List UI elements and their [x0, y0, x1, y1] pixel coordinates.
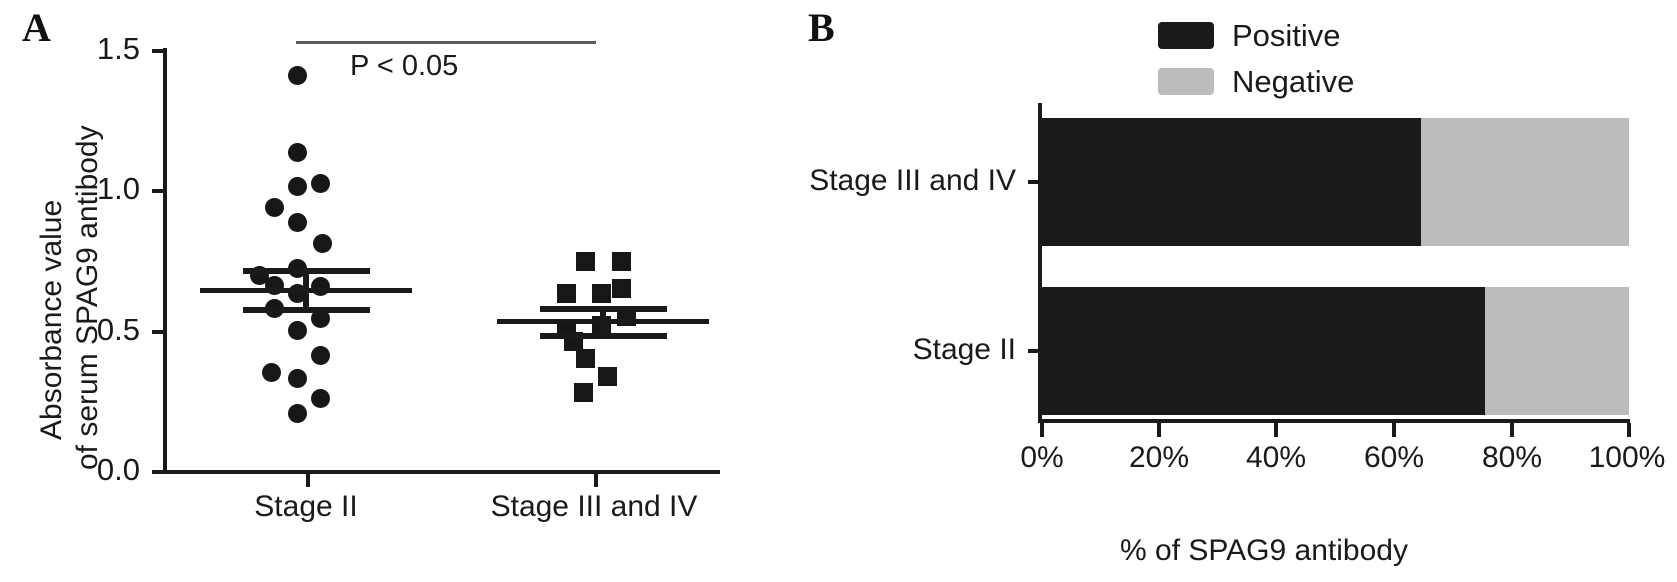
panel-a-y-axis: [163, 48, 167, 474]
panel-b-xtick-4: [1510, 423, 1514, 437]
panel-b-xtick-5: [1627, 423, 1631, 437]
significance-label: P < 0.05: [350, 50, 459, 82]
panel-b-xtick-2: [1274, 423, 1278, 437]
data-point: [574, 383, 593, 402]
data-point: [311, 309, 330, 328]
panel-b-ytick-1: [1028, 349, 1042, 353]
panel-a-letter: A: [22, 5, 51, 50]
data-point: [288, 213, 307, 232]
data-point: [288, 369, 307, 388]
panel-a-ytick-1: [152, 330, 165, 334]
panel-a-ytick-2: [152, 189, 165, 193]
legend-label-positive: Positive: [1232, 18, 1341, 53]
significance-line: [296, 41, 596, 44]
panel-b-xtick-0: [1040, 423, 1044, 437]
data-point: [612, 279, 631, 298]
sem-stem-stage-ii: [303, 268, 309, 313]
panel-a-ytick-3: [152, 49, 165, 53]
data-point: [288, 143, 307, 162]
panel-b-letter: B: [808, 5, 835, 50]
data-point: [262, 363, 281, 382]
panel-a-ytick-label-2: 1.0: [96, 171, 140, 206]
data-point: [576, 252, 595, 271]
data-point: [592, 284, 611, 303]
panel-b-y-axis: [1038, 103, 1042, 421]
data-point: [311, 389, 330, 408]
panel-b-x-axis: [1038, 419, 1630, 423]
data-point: [612, 252, 631, 271]
panel-b-xtick-label-4: 80%: [1481, 441, 1543, 474]
data-point: [311, 346, 330, 365]
bar-stage-ii-negative: [1485, 287, 1629, 415]
panel-b-xtick-1: [1157, 423, 1161, 437]
panel-b-category-label-stage-ii: Stage II: [912, 333, 1016, 366]
panel-a-x-axis: [163, 470, 720, 474]
panel-b-xtick-3: [1392, 423, 1396, 437]
data-point: [313, 234, 332, 253]
data-point: [311, 277, 330, 296]
bar-stage-ii-positive: [1042, 287, 1485, 415]
legend-swatch-positive: [1158, 22, 1214, 49]
panel-a-xtick-1: [594, 474, 598, 487]
data-point: [576, 349, 595, 368]
legend-swatch-negative: [1158, 68, 1214, 95]
panel-b-xtick-label-1: 20%: [1128, 441, 1190, 474]
panel-b-ytick-0: [1028, 180, 1042, 184]
panel-a-ytick-label-0: 0.0: [96, 452, 140, 487]
bar-stage-iii-iv-positive: [1042, 118, 1421, 246]
legend-label-negative: Negative: [1232, 64, 1355, 99]
data-point: [311, 174, 330, 193]
panel-a-ytick-0: [152, 470, 165, 474]
panel-a-ytick-label-1: 0.5: [96, 312, 140, 347]
panel-b-category-label-stage-iii-iv: Stage III and IV: [809, 164, 1016, 197]
panel-b-xtick-label-5: 100%: [1588, 441, 1666, 474]
sem-stem-stage-iii-iv: [600, 306, 606, 339]
data-point: [598, 367, 617, 386]
panel-b-xtick-label-3: 60%: [1363, 441, 1425, 474]
data-point: [288, 321, 307, 340]
panel-a-xtick-0: [306, 474, 310, 487]
panel-a-xtick-label-0: Stage II: [254, 490, 358, 523]
data-point: [288, 404, 307, 423]
panel-a: A Absorbance value of serum SPAG9 antibo…: [0, 0, 760, 582]
panel-b-xtick-label-0: 0%: [1020, 441, 1064, 474]
panel-b-xtick-label-2: 40%: [1245, 441, 1307, 474]
data-point: [288, 66, 307, 85]
panel-a-ytick-label-3: 1.5: [96, 31, 140, 66]
bar-stage-iii-iv-negative: [1421, 118, 1629, 246]
data-point: [288, 177, 307, 196]
panel-b-x-axis-label: % of SPAG9 antibody: [1120, 534, 1408, 567]
panel-a-xtick-label-1: Stage III and IV: [490, 490, 698, 523]
data-point: [265, 198, 284, 217]
data-point: [557, 284, 576, 303]
